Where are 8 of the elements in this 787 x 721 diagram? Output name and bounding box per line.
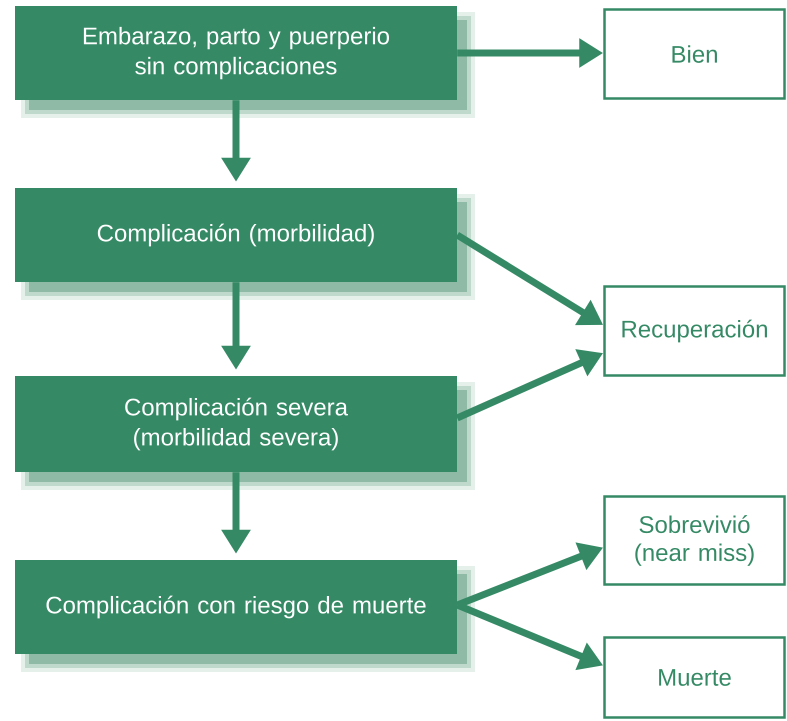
process-box: Complicación con riesgo de muerte [15, 560, 475, 672]
outcome-box: Recuperación [603, 285, 786, 377]
outcome-box: Bien [603, 8, 786, 100]
process-box: Complicación severa (morbilidad severa) [15, 376, 475, 490]
process-box: Complicación (morbilidad) [15, 188, 475, 300]
outcome-box: Sobrevivió (near miss) [603, 495, 786, 586]
process-box: Embarazo, parto y puerperio sin complicaciones [15, 6, 475, 118]
outcome-box: Muerte [603, 636, 786, 719]
